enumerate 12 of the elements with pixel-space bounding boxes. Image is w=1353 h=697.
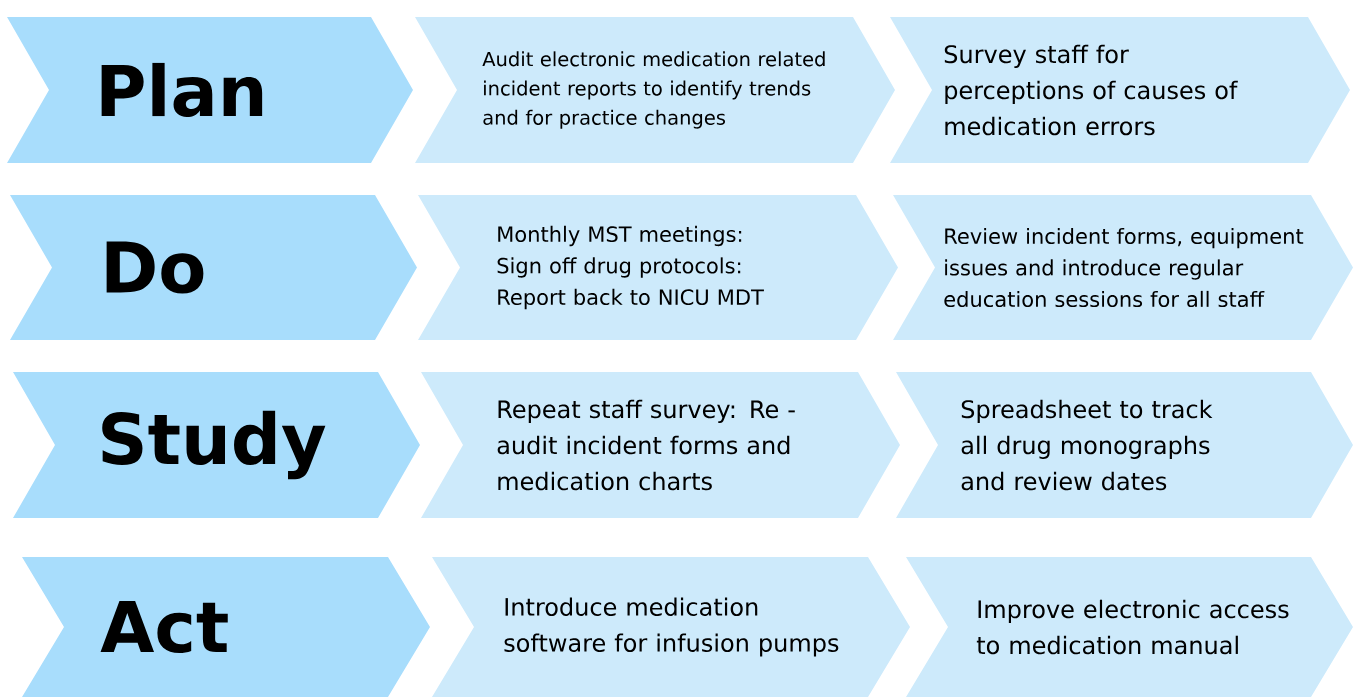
action-banner: Repeat staff survey: Re -audit incident forms and medication charts xyxy=(421,372,900,518)
step-banner: Study xyxy=(13,372,420,518)
action-banner: Improve electronic access to medication manual xyxy=(906,557,1353,697)
action-banner: Spreadsheet to track all drug monographs and review dates xyxy=(896,372,1353,518)
step-banner: Act xyxy=(22,557,430,697)
step-banner: Do xyxy=(10,195,417,340)
action-banner: Introduce medication software for infusion pumps xyxy=(432,557,910,697)
action-banner: Survey staff for perceptions of causes of medication errors xyxy=(890,17,1350,163)
action-banner: Review incident forms, equipment issues and introduce regular education sessions for all staff xyxy=(893,195,1353,340)
action-banner: Audit electronic medication related incident reports to identify trends and for practice changes xyxy=(415,17,895,163)
step-banner: Plan xyxy=(7,17,413,163)
action-banner: Monthly MST meetings: Sign off drug protocols: Report back to NICU MDT xyxy=(418,195,898,340)
